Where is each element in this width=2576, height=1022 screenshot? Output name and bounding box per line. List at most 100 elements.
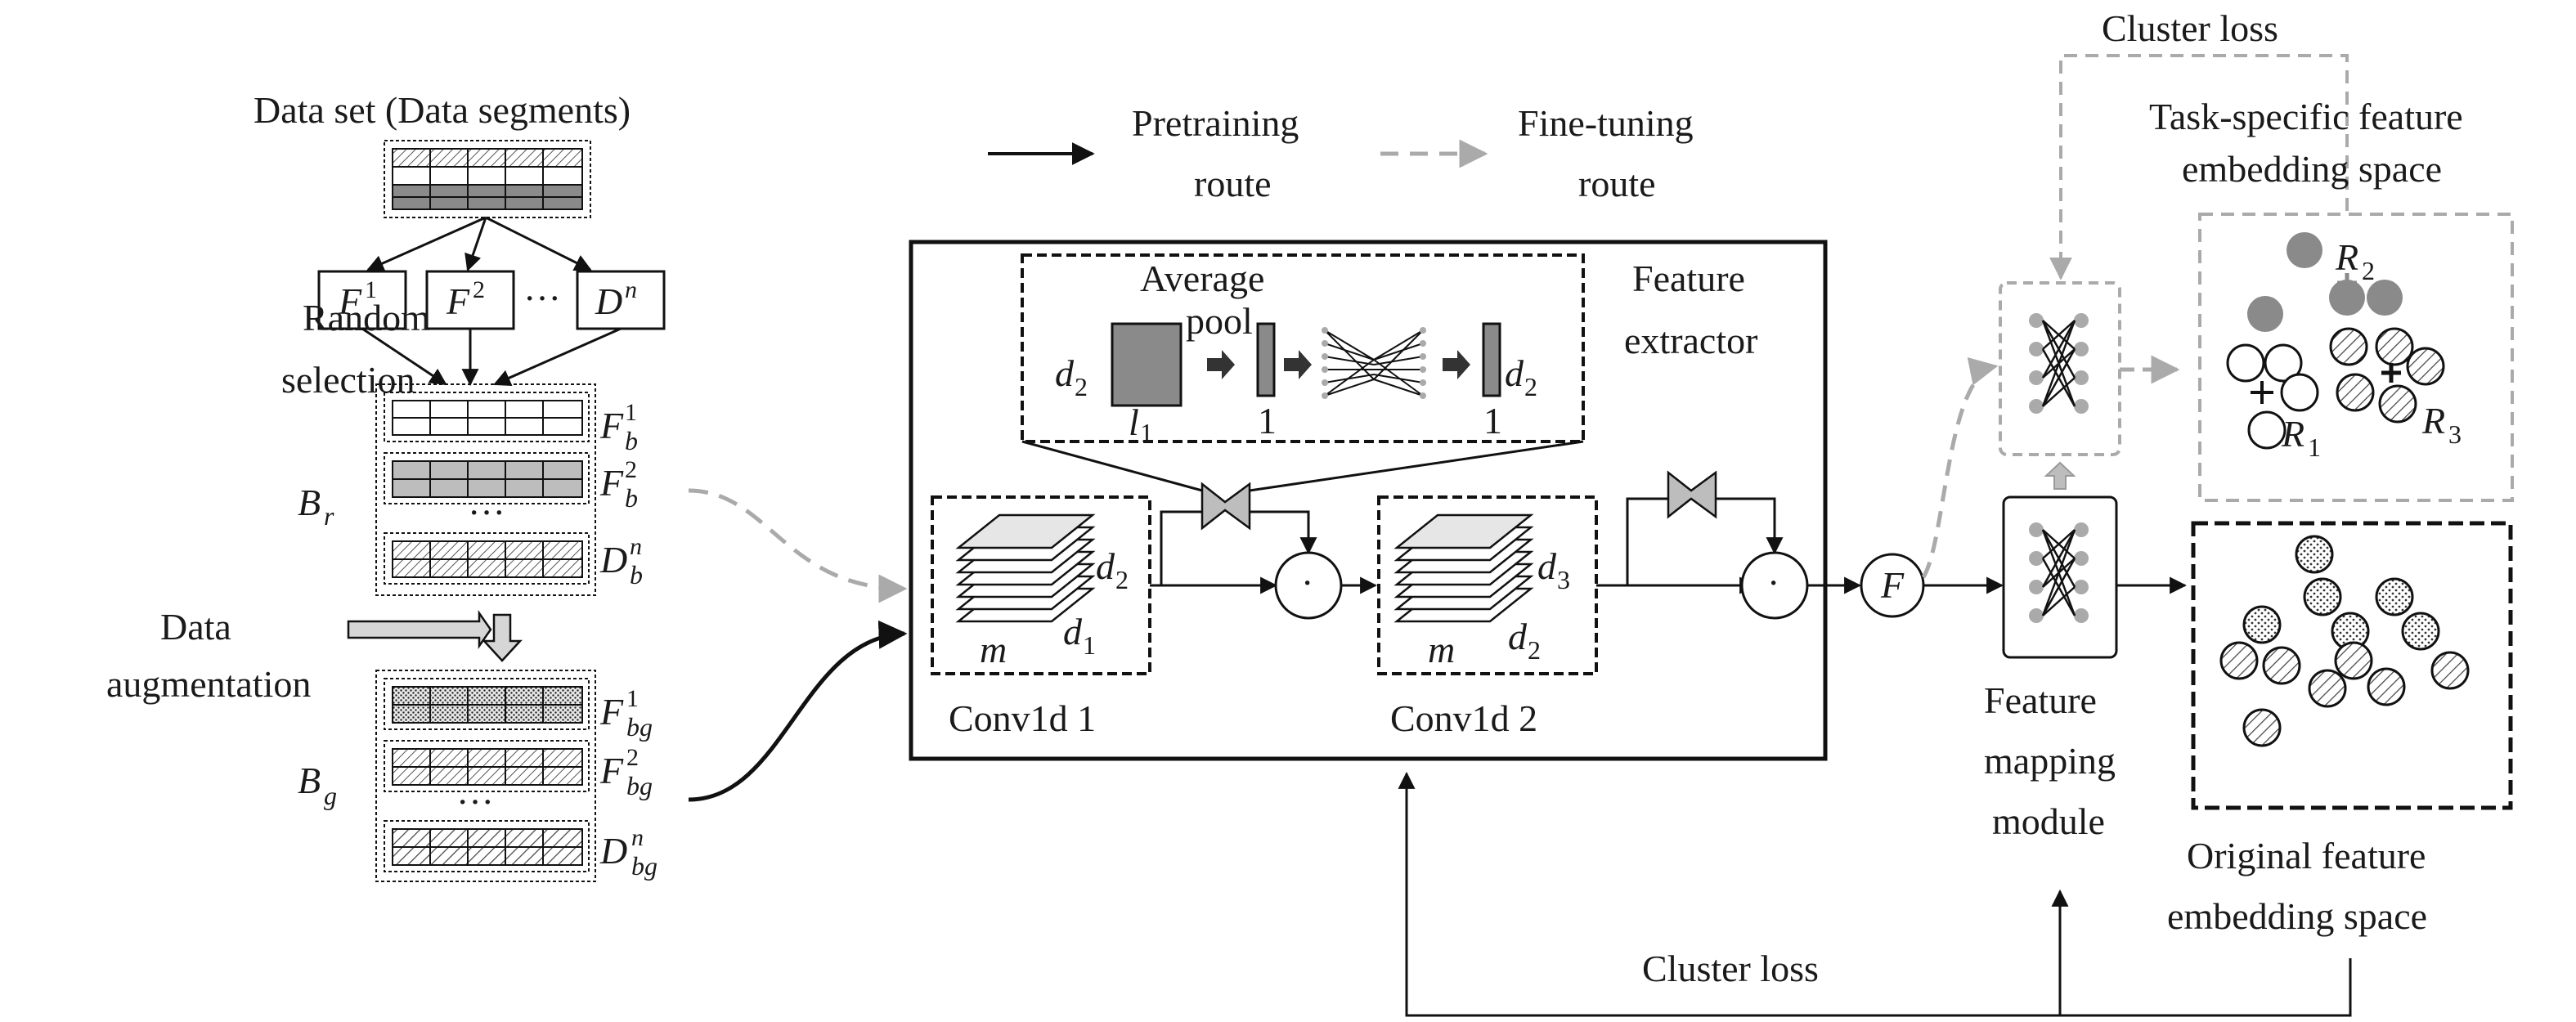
svg-text:2: 2 [626,744,639,771]
bg-label: B g [298,760,337,810]
svg-text:2: 2 [473,276,485,303]
task-space-label: Task-specific feature [2149,96,2463,137]
data-augmentation-label: Data [160,606,231,648]
task-space-label-2: embedding space [2182,148,2442,190]
svg-text:2: 2 [1075,372,1088,401]
svg-text:3: 3 [1557,565,1570,594]
original-space-label: Original feature [2187,835,2426,876]
svg-text:b: b [625,426,638,455]
svg-text:bg: bg [626,712,653,742]
svg-text:R: R [2335,236,2358,278]
svg-text:n: n [631,824,644,851]
svg-text:d: d [1096,545,1115,587]
bg-dots: ··· [456,781,494,823]
feature-extractor-box [909,240,1828,761]
svg-text:D: D [599,830,627,872]
conv2-d2-label: d 2 [1508,616,1541,665]
cluster-loss-top-route [2049,54,2349,280]
random-selection-label-2: selection [281,359,415,401]
svg-text:b: b [625,483,638,513]
svg-text:B: B [298,482,321,523]
inset-d2-left: d 2 [1055,352,1088,401]
br-finetune-route [688,488,908,603]
svg-text:D: D [599,539,627,580]
svg-text:d: d [1063,611,1083,652]
conv1d-2-label: Conv1d 2 [1390,697,1537,739]
multiply-node-2 [1740,551,1809,620]
pooled-vector [1256,322,1276,397]
svg-text:2: 2 [2362,256,2375,285]
conv1d-1-box [931,495,1151,675]
svg-text:l: l [1129,401,1139,443]
br-dots: ··· [468,491,505,533]
feature-extractor-label-2: extractor [1624,320,1757,361]
finetuned-mapping-module [1999,281,2121,456]
r1-label: R 1 [2281,413,2321,462]
conv1d-1-label: Conv1d 1 [949,697,1096,739]
svg-text:d: d [1055,352,1075,394]
r2-label: R 2 [2335,236,2375,285]
inset-d2-right: d 2 [1505,352,1537,401]
dbgn-label: D n bg [599,824,657,881]
feature-mapping-module [2002,495,2118,659]
svg-text:2: 2 [1115,565,1129,594]
br-label: B r [298,482,334,531]
fb1-label: F 1 b [599,399,638,455]
inset-one-a: 1 [1258,400,1277,442]
feature-extractor-label: Feature [1632,258,1745,299]
conv1-m-label: m [980,629,1007,670]
conv1d-1-stack [955,513,1096,623]
svg-text:F: F [599,691,624,733]
subset-dn-box: D n [576,270,666,330]
subset-ellipsis: ··· [523,277,561,319]
average-pool-label-2: pool [1186,300,1253,342]
cluster-loss-bottom-route [1398,771,2352,1017]
svg-text:1: 1 [1140,418,1153,447]
random-selection-label: Random [303,297,430,338]
mini-mlp-icon [1322,327,1426,399]
svg-text:bg: bg [626,771,653,800]
inset-arrow-3 [1443,350,1470,379]
finetune-legend-label-2: route [1578,163,1656,204]
task-embedding-space [2198,213,2514,502]
svg-text:d: d [1505,352,1524,394]
svg-text:R: R [2281,413,2304,455]
svg-text:1: 1 [626,685,639,712]
dbn-label: D n b [599,533,643,589]
original-embedding-space [2191,521,2513,810]
svg-text:F: F [338,280,362,322]
dataset-title: Data set (Data segments) [254,89,631,131]
task-space-cluster-r3 [2329,327,2445,424]
multiply-node-1 [1274,551,1343,620]
fbg2-label: F 2 bg [599,744,653,800]
original-space-points [2219,535,2470,747]
svg-text:1: 1 [625,399,637,426]
svg-text:g: g [324,781,337,810]
svg-text:n: n [625,276,637,303]
svg-text:F: F [599,750,624,791]
task-space-cluster-r2 [2247,232,2403,332]
svg-text:r: r [324,501,334,531]
pretrain-legend-label: Pretraining [1132,102,1299,144]
svg-text:2: 2 [1528,635,1541,665]
svg-text:1: 1 [2308,433,2321,462]
cluster-loss-top-label: Cluster loss [2102,7,2278,49]
attention-block-1 [1200,482,1251,531]
task-space-cluster-r1 [2226,343,2319,450]
svg-text:F: F [599,405,624,446]
conv2-d3-label: d 3 [1537,545,1570,594]
fb2-label: F 2 b [599,456,638,513]
svg-text:F: F [446,280,470,322]
svg-text:·: · [1301,562,1313,603]
inset-arrow-1 [1207,350,1235,379]
conv1d-2-box [1377,495,1598,675]
subset-f2-box: F 2 [425,270,515,330]
inset-arrow-2 [1284,350,1312,379]
feature-mapping-label-2: mapping [1984,740,2116,782]
svg-text:d: d [1508,616,1528,657]
input-map-block [1111,322,1183,407]
fbg1-label: F 1 bg [599,685,653,742]
subset-f1-box: F 1 [317,270,407,330]
feature-mapping-label: Feature [1984,679,2097,721]
